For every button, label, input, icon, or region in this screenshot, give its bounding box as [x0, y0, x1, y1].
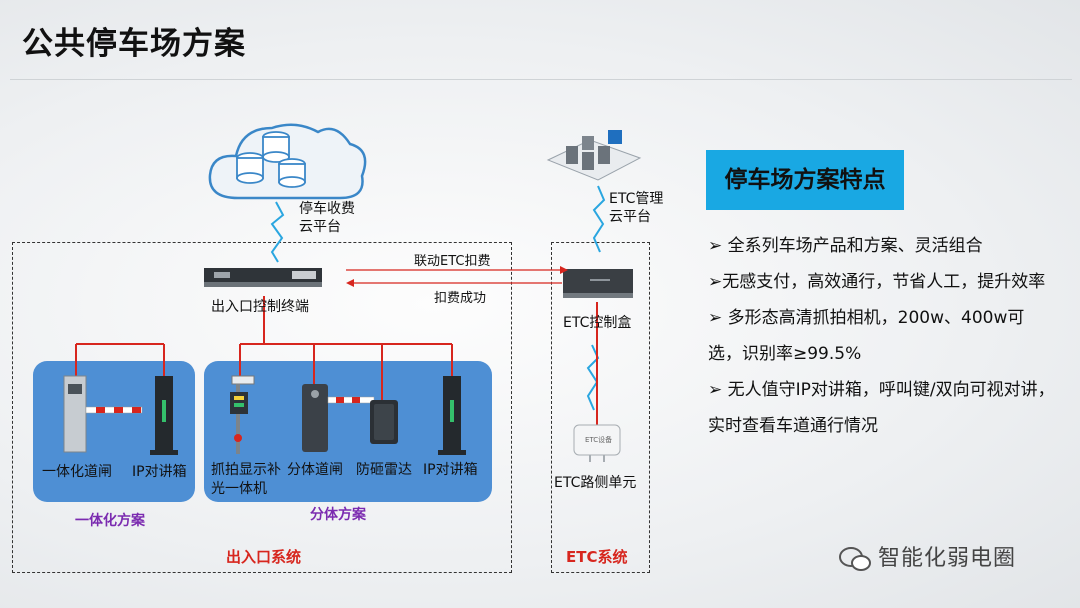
etc-cloud-label: ETC管理: [609, 191, 664, 207]
etc-control-box-label: ETC控制盒: [563, 315, 632, 331]
server-cluster-icon: [546, 130, 642, 181]
split-gate-label: 分体道闸: [287, 462, 343, 478]
wechat-icon: [839, 547, 871, 571]
fee-success-label: 扣费成功: [434, 291, 487, 306]
page-title: 公共停车场方案: [22, 26, 246, 62]
billing-cloud-label: 云平台: [299, 219, 341, 235]
watermark: 智能化弱电圈: [838, 540, 1016, 573]
etc-system-box: [551, 242, 650, 573]
camera-pole-icon: [230, 375, 255, 454]
etc-cloud-label: 云平台: [609, 209, 651, 225]
intercom-pillar-icon: [438, 376, 466, 455]
camera-label: 光一体机: [211, 481, 267, 497]
roadside-device-text: ETC设备: [585, 436, 613, 444]
feature-item: ➢无感支付，高效通行，节省人工，提升效率: [708, 272, 1046, 292]
terminal-label: 出入口控制终端: [211, 299, 309, 315]
etc-system-label: ETC系统: [566, 548, 628, 566]
title-divider: [10, 79, 1072, 80]
feature-item: ➢ 无人值守IP对讲箱，呼叫键/双向可视对讲，实时查看车道通行情况: [708, 380, 1055, 436]
entrance-system-box: [12, 242, 512, 573]
billing-cloud-label: 停车收费: [299, 201, 355, 217]
intercom-label: IP对讲箱: [423, 462, 478, 478]
anti-crush-radar-icon: [370, 400, 398, 444]
database-icon: [236, 131, 306, 188]
integrated-solution-label: 一体化方案: [75, 513, 145, 529]
integrated-gate-label: 一体化道闸: [42, 464, 112, 480]
feature-item: ➢ 多形态高清抓拍相机，200w、400w可选，识别率≥99.5%: [708, 308, 1025, 364]
split-solution-label: 分体方案: [310, 507, 366, 523]
watermark-text: 智能化弱电圈: [878, 546, 1017, 571]
features-list: ➢ 全系列车场产品和方案、灵活组合 ➢无感支付，高效通行，节省人工，提升效率 ➢…: [708, 228, 1058, 444]
etc-roadside-unit-label: ETC路侧单元: [554, 475, 637, 491]
integrated-barrier-gate-icon: [63, 375, 143, 453]
features-heading: 停车场方案特点: [706, 150, 904, 210]
wireless-signal-icon: [592, 185, 606, 253]
etc-roadside-unit-icon: [573, 424, 621, 462]
entrance-system-label: 出入口系统: [226, 548, 302, 566]
radar-label: 防砸雷达: [356, 462, 412, 478]
intercom-pillar-icon: [150, 376, 178, 455]
etc-control-box-icon: [563, 269, 633, 298]
control-terminal-icon: [204, 268, 322, 287]
link-etc-fee-label: 联动ETC扣费: [414, 254, 491, 269]
feature-item: ➢ 全系列车场产品和方案、灵活组合: [708, 236, 983, 256]
camera-label: 抓拍显示补: [211, 462, 281, 478]
intercom-label: IP对讲箱: [132, 464, 187, 480]
wireless-signal-icon: [270, 201, 285, 263]
split-barrier-gate-icon: [302, 384, 375, 452]
